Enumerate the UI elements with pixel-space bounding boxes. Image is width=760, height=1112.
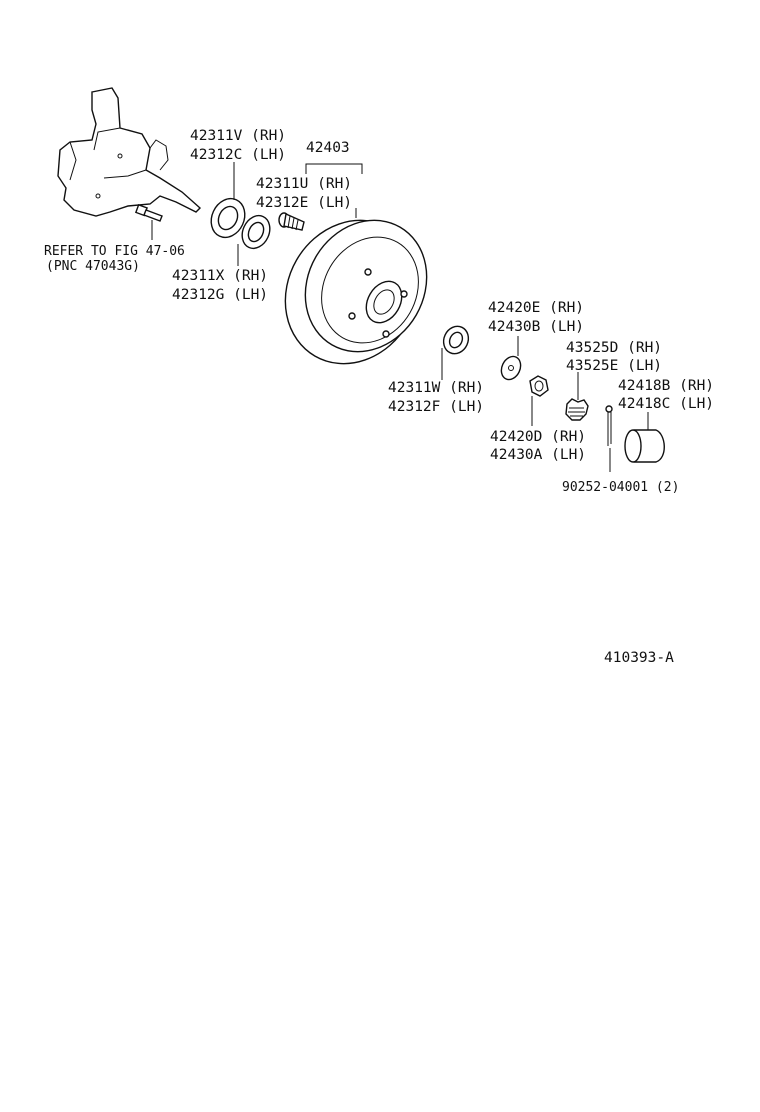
brake-drum: [284, 208, 428, 365]
label-42418b: 42418B (RH): [618, 378, 714, 394]
label-42420e: 42420E (RH): [488, 300, 584, 316]
label-43525e: 43525E (LH): [566, 358, 662, 374]
bracket-42403: [305, 163, 363, 174]
label-42430b: 42430B (LH): [488, 319, 584, 335]
reference-pnc: (PNC 47043G): [46, 259, 140, 274]
label-42311x: 42311X (RH): [172, 268, 268, 284]
inner-bearing: [237, 214, 271, 266]
hub-bolt: [278, 212, 305, 231]
label-42311w: 42311W (RH): [388, 380, 484, 396]
nut-lock-cap: [565, 372, 589, 421]
label-42312c: 42312C (LH): [190, 147, 286, 163]
label-90252: 90252-04001 (2): [562, 480, 679, 495]
label-42312g: 42312G (LH): [172, 287, 268, 303]
reference-figure: REFER TO FIG 47-06: [44, 244, 185, 259]
label-42403: 42403: [306, 140, 350, 156]
label-42420d: 42420D (RH): [490, 429, 586, 445]
outer-bearing: [441, 325, 470, 380]
label-42418c: 42418C (LH): [618, 396, 714, 412]
figure-code: 410393-A: [604, 650, 674, 666]
label-43525d: 43525D (RH): [566, 340, 662, 356]
label-42311v: 42311V (RH): [190, 128, 286, 144]
label-42312f: 42312F (LH): [388, 399, 484, 415]
cotter-pin: [605, 405, 613, 472]
label-42311u: 42311U (RH): [256, 176, 352, 192]
oil-seal: [210, 162, 246, 239]
knuckle-bolt: [134, 203, 163, 240]
label-42312e: 42312E (LH): [256, 195, 352, 211]
grease-cap: [624, 412, 665, 463]
steering-knuckle: [57, 87, 202, 217]
label-42430a: 42430A (LH): [490, 447, 586, 463]
thrust-washer: [500, 336, 522, 381]
hub-nut: [529, 375, 549, 426]
